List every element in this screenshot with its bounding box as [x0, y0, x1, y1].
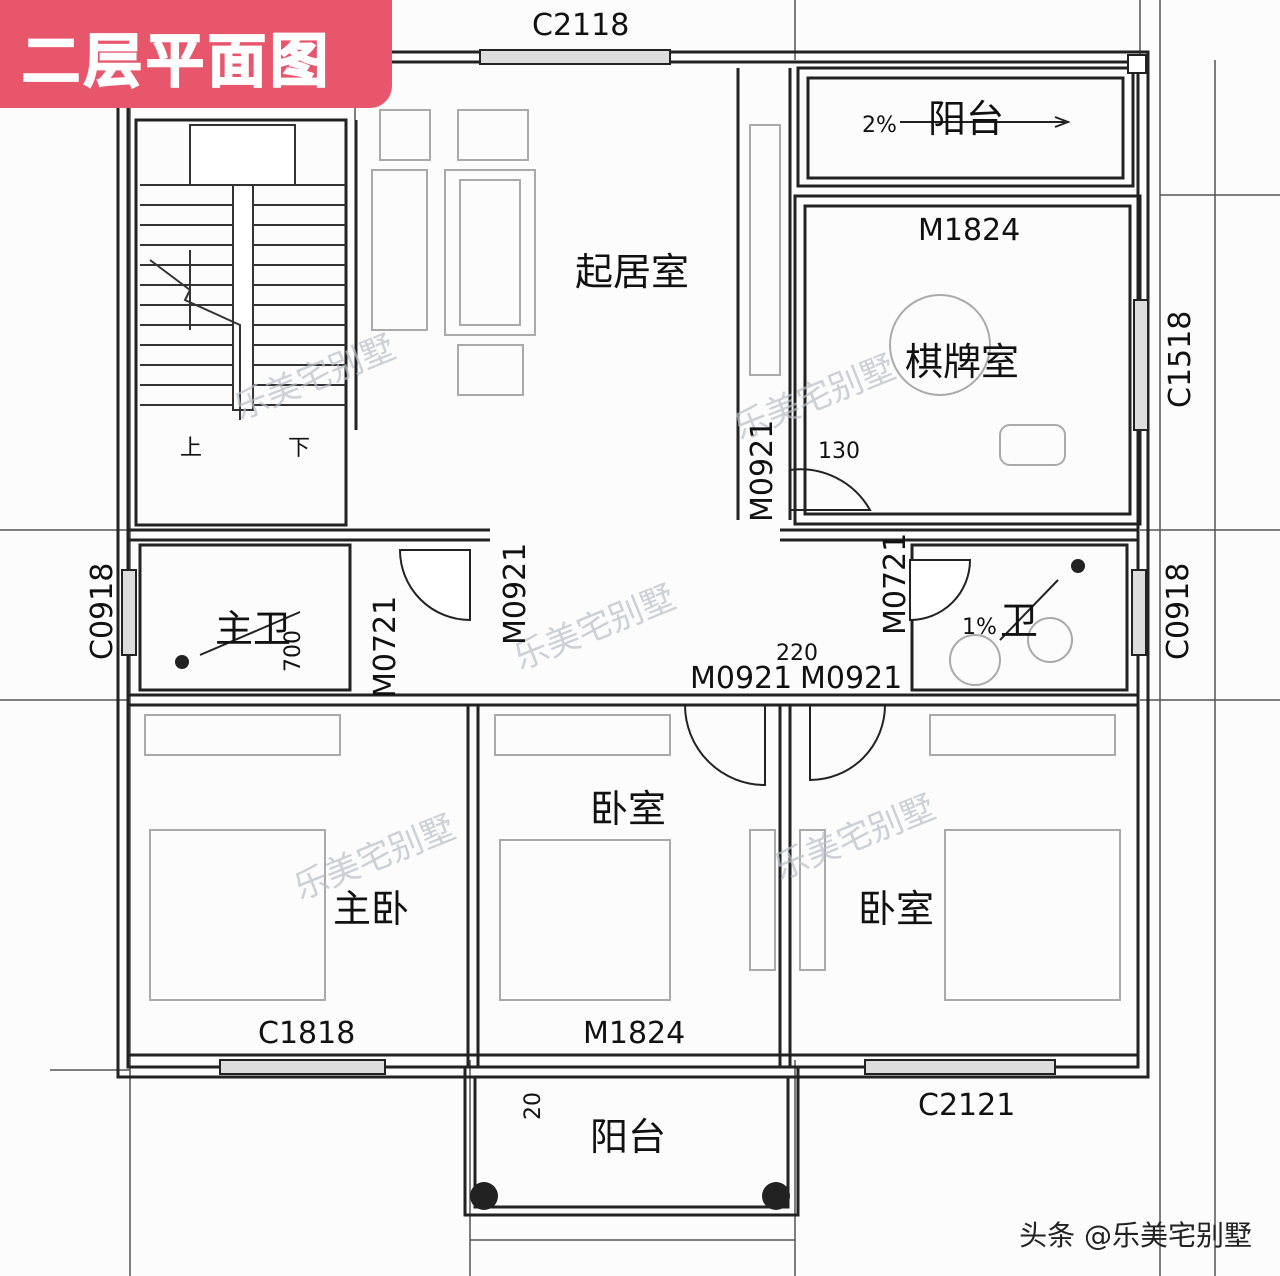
room-master-bed: 主卧	[333, 887, 409, 931]
code-c0918-left: C0918	[85, 563, 120, 660]
slope-bath: 1%	[962, 615, 997, 640]
code-m0721-b: M0721	[878, 533, 913, 635]
code-m0921-b: M0921	[498, 543, 533, 645]
door-swings	[398, 468, 972, 787]
code-c2118: C2118	[532, 8, 629, 43]
slope-arrows	[199, 116, 1071, 656]
stair-down: 下	[288, 436, 310, 461]
watermark-5: 乐美宅别墅	[768, 788, 941, 889]
watermark-1: 乐美宅别墅	[228, 328, 401, 429]
room-balcony-top: 阳台	[928, 97, 1004, 141]
room-bed-mid: 卧室	[590, 787, 666, 831]
watermarks: 乐美宅别墅 乐美宅别墅 乐美宅别墅 乐美宅别墅 乐美宅别墅	[228, 328, 941, 909]
dim-220: 220	[776, 641, 818, 666]
code-c1818: C1818	[258, 1016, 355, 1051]
dim-700: 700	[281, 630, 306, 672]
stairs	[140, 124, 346, 420]
dim-20: 20	[521, 1092, 546, 1120]
dim-130: 130	[818, 439, 860, 464]
code-m0921-d: M0921	[800, 661, 902, 696]
windows	[121, 49, 1149, 1075]
code-m1824-bottom: M1824	[583, 1016, 685, 1051]
room-living: 起居室	[575, 250, 689, 294]
codes: C2118 M1824 C1518 M0921 M0921 M0921 M092…	[85, 8, 1198, 1123]
page-title: 二层平面图	[21, 26, 333, 96]
watermark-3: 乐美宅别墅	[508, 578, 681, 679]
code-c1518: C1518	[1163, 311, 1198, 408]
code-m1824-top: M1824	[918, 213, 1020, 248]
slope-balcony: 2%	[862, 113, 897, 138]
furniture	[144, 109, 1121, 1001]
credit-text: 头条 @乐美宅别墅	[1019, 1219, 1252, 1252]
code-m0921-c: M0921	[690, 661, 792, 696]
code-c2121: C2121	[918, 1088, 1015, 1123]
room-master-bath: 主卫	[215, 607, 291, 651]
code-m0721-a: M0721	[368, 596, 403, 698]
room-bath: 卫	[1000, 599, 1038, 643]
walls	[116, 50, 1150, 1217]
columns	[175, 559, 1085, 1210]
stair-up: 上	[180, 436, 202, 461]
room-bed-right: 卧室	[858, 887, 934, 931]
room-labels: 起居室 阳台 棋牌室 主卫 卫 主卧 卧室 卧室 阳台 上 下 2% 1%	[180, 97, 1038, 1159]
code-c0918-right: C0918	[1161, 563, 1196, 660]
title-badge: 二层平面图	[0, 0, 392, 108]
room-mahjong: 棋牌室	[905, 340, 1019, 384]
code-m0921-a: M0921	[745, 420, 780, 522]
room-balcony-bottom: 阳台	[590, 1115, 666, 1159]
